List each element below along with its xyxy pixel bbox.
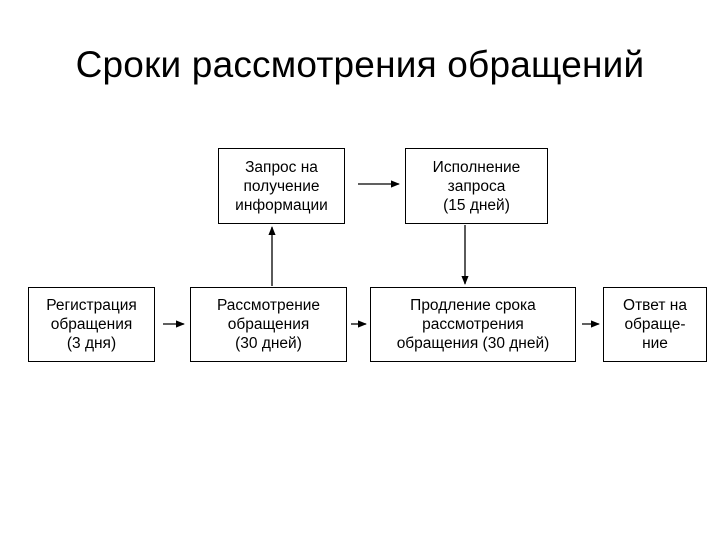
execution-box: Исполнение запроса (15 дней) bbox=[405, 148, 548, 224]
registration-box: Регистрация обращения (3 дня) bbox=[28, 287, 155, 362]
info-request-box: Запрос на получение информации bbox=[218, 148, 345, 224]
answer-box: Ответ на обраще- ние bbox=[603, 287, 707, 362]
extension-box: Продление срока рассмотрения обращения (… bbox=[370, 287, 576, 362]
page-title: Сроки рассмотрения обращений bbox=[75, 44, 645, 85]
review-box: Рассмотрение обращения (30 дней) bbox=[190, 287, 347, 362]
